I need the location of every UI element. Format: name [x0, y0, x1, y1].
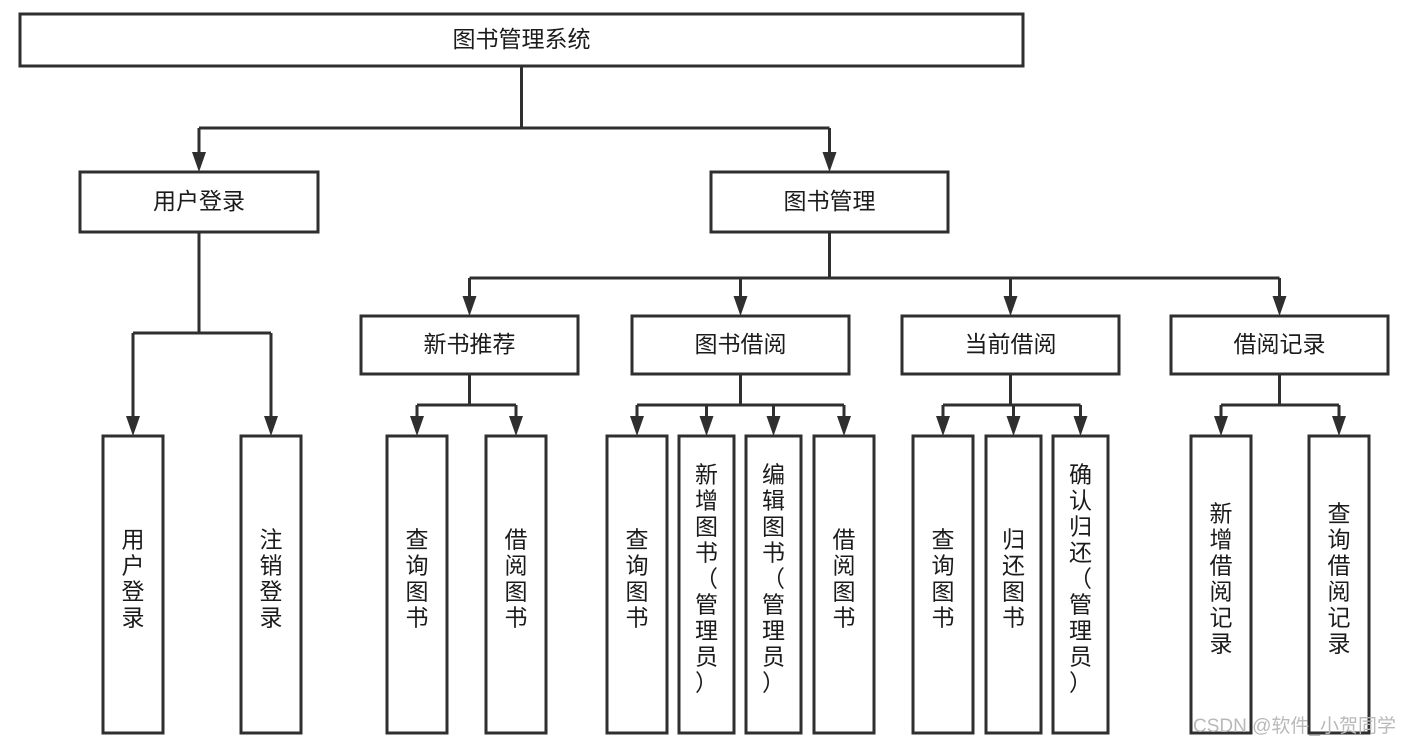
node-leaf-归还图书-9[interactable]: 归还图书 [984, 434, 1043, 735]
arrow-head-icon [822, 152, 837, 172]
node-label: 新增借阅记录 [1210, 501, 1233, 657]
node-leaf-用户登录-0[interactable]: 用户登录 [101, 434, 165, 735]
node-box [239, 434, 303, 735]
node-l2-用户登录-0[interactable]: 用户登录 [78, 170, 320, 234]
node-box [709, 170, 950, 234]
node-box [78, 170, 320, 234]
arrow-head-icon [410, 416, 424, 436]
node-l3-借阅记录-3[interactable]: 借阅记录 [1169, 314, 1390, 376]
node-label: 查询图书 [932, 527, 955, 631]
node-label: 图书管理系统 [453, 26, 591, 52]
node-box [101, 434, 165, 735]
node-box [911, 434, 975, 735]
node-box [984, 434, 1043, 735]
node-box [1051, 434, 1110, 735]
node-root-图书管理系统-0[interactable]: 图书管理系统 [18, 12, 1025, 68]
node-box [1307, 434, 1371, 735]
arrow-head-icon [126, 416, 140, 436]
arrow-head-icon [1272, 296, 1287, 316]
node-leaf-新增借阅记录-11[interactable]: 新增借阅记录 [1189, 434, 1253, 735]
arrow-head-icon [1006, 416, 1021, 436]
node-label: 图书管理 [784, 188, 876, 214]
node-l3-当前借阅-2[interactable]: 当前借阅 [900, 314, 1121, 376]
node-label: 确认归还（管理员） [1069, 462, 1092, 696]
node-l3-图书借阅-1[interactable]: 图书借阅 [630, 314, 851, 376]
node-leaf-查询借阅记录-12[interactable]: 查询借阅记录 [1307, 434, 1371, 735]
node-label: 用户登录 [153, 188, 245, 214]
arrow-head-icon [733, 296, 748, 316]
node-l3-新书推荐-0[interactable]: 新书推荐 [359, 314, 580, 376]
node-leaf-查询图书-8[interactable]: 查询图书 [911, 434, 975, 735]
node-box [812, 434, 876, 735]
node-leaf-查询图书-2[interactable]: 查询图书 [385, 434, 449, 735]
node-box [1169, 314, 1390, 376]
csdn-watermark: CSDN @软件_小贺同学 [1193, 715, 1396, 737]
node-label: 借阅图书 [505, 527, 528, 631]
node-box [1189, 434, 1253, 735]
node-label: 归还图书 [1002, 527, 1025, 631]
node-box [744, 434, 803, 735]
node-leaf-查询图书-4[interactable]: 查询图书 [605, 434, 669, 735]
node-leaf-借阅图书-3[interactable]: 借阅图书 [484, 434, 548, 735]
node-label: 图书借阅 [695, 331, 787, 357]
node-label: 编辑图书（管理员） [762, 462, 785, 696]
arrow-head-icon [699, 416, 714, 436]
node-label: 查询图书 [626, 527, 649, 631]
arrow-head-icon [1332, 416, 1346, 436]
arrow-head-icon [630, 416, 644, 436]
node-label: 借阅图书 [833, 527, 856, 631]
node-label: 借阅记录 [1234, 331, 1326, 357]
node-leaf-确认归还管理员-10[interactable]: 确认归还（管理员） [1051, 434, 1110, 735]
node-box [677, 434, 736, 735]
node-box [18, 12, 1025, 68]
node-leaf-注销登录-1[interactable]: 注销登录 [239, 434, 303, 735]
node-box [385, 434, 449, 735]
arrow-head-icon [192, 152, 206, 172]
node-leaf-编辑图书管理员-6[interactable]: 编辑图书（管理员） [744, 434, 803, 735]
node-label: 新增图书（管理员） [695, 462, 718, 696]
arrow-head-icon [1214, 416, 1228, 436]
arrow-head-icon [462, 296, 477, 316]
node-label: 查询借阅记录 [1328, 501, 1351, 657]
node-leaf-新增图书管理员-5[interactable]: 新增图书（管理员） [677, 434, 736, 735]
node-layer: 图书管理系统用户登录图书管理新书推荐图书借阅当前借阅借阅记录用户登录注销登录查询… [18, 12, 1390, 735]
arrow-head-icon [509, 416, 523, 436]
node-box [605, 434, 669, 735]
arrow-head-icon [1073, 416, 1088, 436]
node-leaf-借阅图书-7[interactable]: 借阅图书 [812, 434, 876, 735]
node-label: 新书推荐 [424, 331, 516, 357]
node-box [900, 314, 1121, 376]
node-l2-图书管理-1[interactable]: 图书管理 [709, 170, 950, 234]
connector-layer [126, 66, 1346, 436]
node-box [484, 434, 548, 735]
node-box [359, 314, 580, 376]
arrow-head-icon [264, 416, 278, 436]
arrow-head-icon [766, 416, 781, 436]
node-label: 用户登录 [122, 527, 145, 631]
node-label: 查询图书 [406, 527, 429, 631]
node-label: 注销登录 [260, 527, 283, 631]
arrow-head-icon [1003, 296, 1018, 316]
arrow-head-icon [837, 416, 851, 436]
arrow-head-icon [936, 416, 950, 436]
node-box [630, 314, 851, 376]
node-label: 当前借阅 [965, 331, 1057, 357]
